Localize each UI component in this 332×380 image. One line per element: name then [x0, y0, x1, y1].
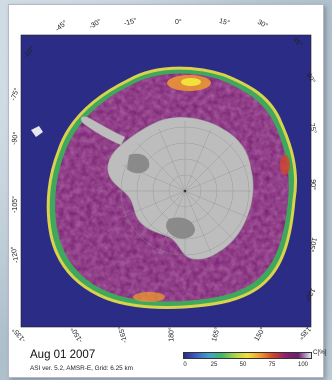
figure-frame: -60° -45° -30° -15° 0° 15° 30° 45° -75° …: [8, 4, 327, 378]
label-top-4: 0°: [175, 19, 182, 26]
colorbar-tick-75: 75: [268, 362, 276, 368]
colorbar-tick-25: 25: [210, 362, 218, 368]
colorbar-tick-0: 0: [183, 362, 187, 368]
ice-edge-bottom-spot: [133, 292, 165, 302]
sea-ice-map[interactable]: [9, 5, 323, 377]
map-border: [20, 34, 312, 328]
south-pole-marker: [183, 189, 187, 193]
ice-floe-upper-left: [31, 126, 43, 137]
colorbar-unit: C[%]: [313, 349, 327, 356]
polar-graticule: [119, 121, 251, 259]
colorbar-tick-100: 100: [297, 362, 309, 368]
label-bottom-2: 180°: [168, 327, 176, 342]
antarctic-peninsula: [80, 116, 126, 146]
antarctica-landmass: [107, 116, 254, 260]
product-info: ASI ver. 5.2, AMSR-E, Grid: 6.25 km: [30, 365, 133, 372]
label-right-2: 90°: [308, 179, 316, 190]
label-left-2: -105°: [11, 196, 19, 213]
colorbar-tick-50: 50: [239, 362, 247, 368]
ice-polynya-top-core: [181, 78, 201, 86]
concentration-colorbar: [183, 352, 312, 359]
ice-edge-right-spot: [280, 155, 290, 175]
image-date: Aug 01 2007: [30, 349, 96, 361]
ronne-ice-shelf: [127, 153, 150, 174]
